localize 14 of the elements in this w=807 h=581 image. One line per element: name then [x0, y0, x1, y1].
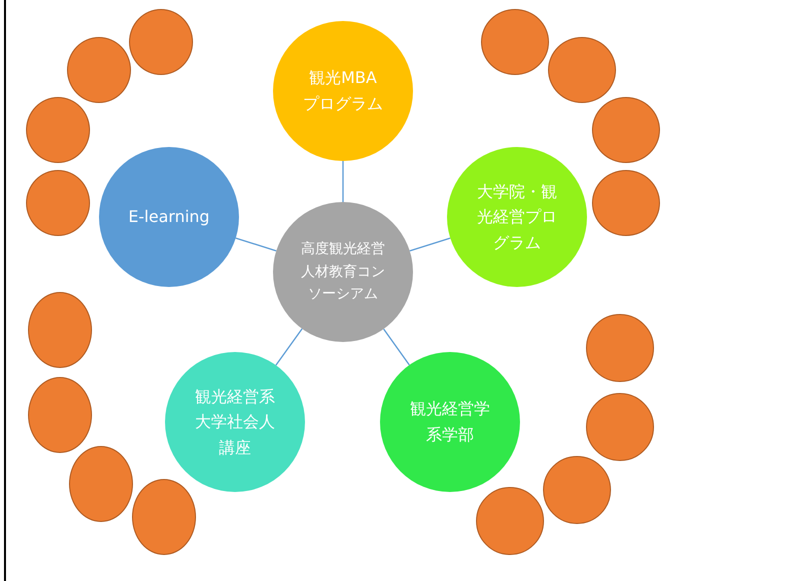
connector-line	[383, 328, 410, 366]
connector-line	[342, 161, 344, 202]
connector-line	[275, 328, 303, 366]
circle-label: 観光MBAプログラム	[302, 67, 384, 115]
member-circle	[132, 479, 196, 555]
connector-line	[410, 237, 450, 252]
circle-label: E-learning	[127, 206, 211, 228]
circle-label: 高度観光経営人材教育コンソーシアム	[300, 240, 386, 304]
member-circle	[69, 446, 133, 522]
circle-label: 大学院・観光経営プログラム	[476, 180, 558, 254]
connector-line	[236, 237, 276, 252]
member-circle	[67, 37, 131, 103]
circle-label: 観光経営系大学社会人講座	[194, 386, 276, 459]
circle-label: 観光経営学系学部	[409, 398, 491, 446]
